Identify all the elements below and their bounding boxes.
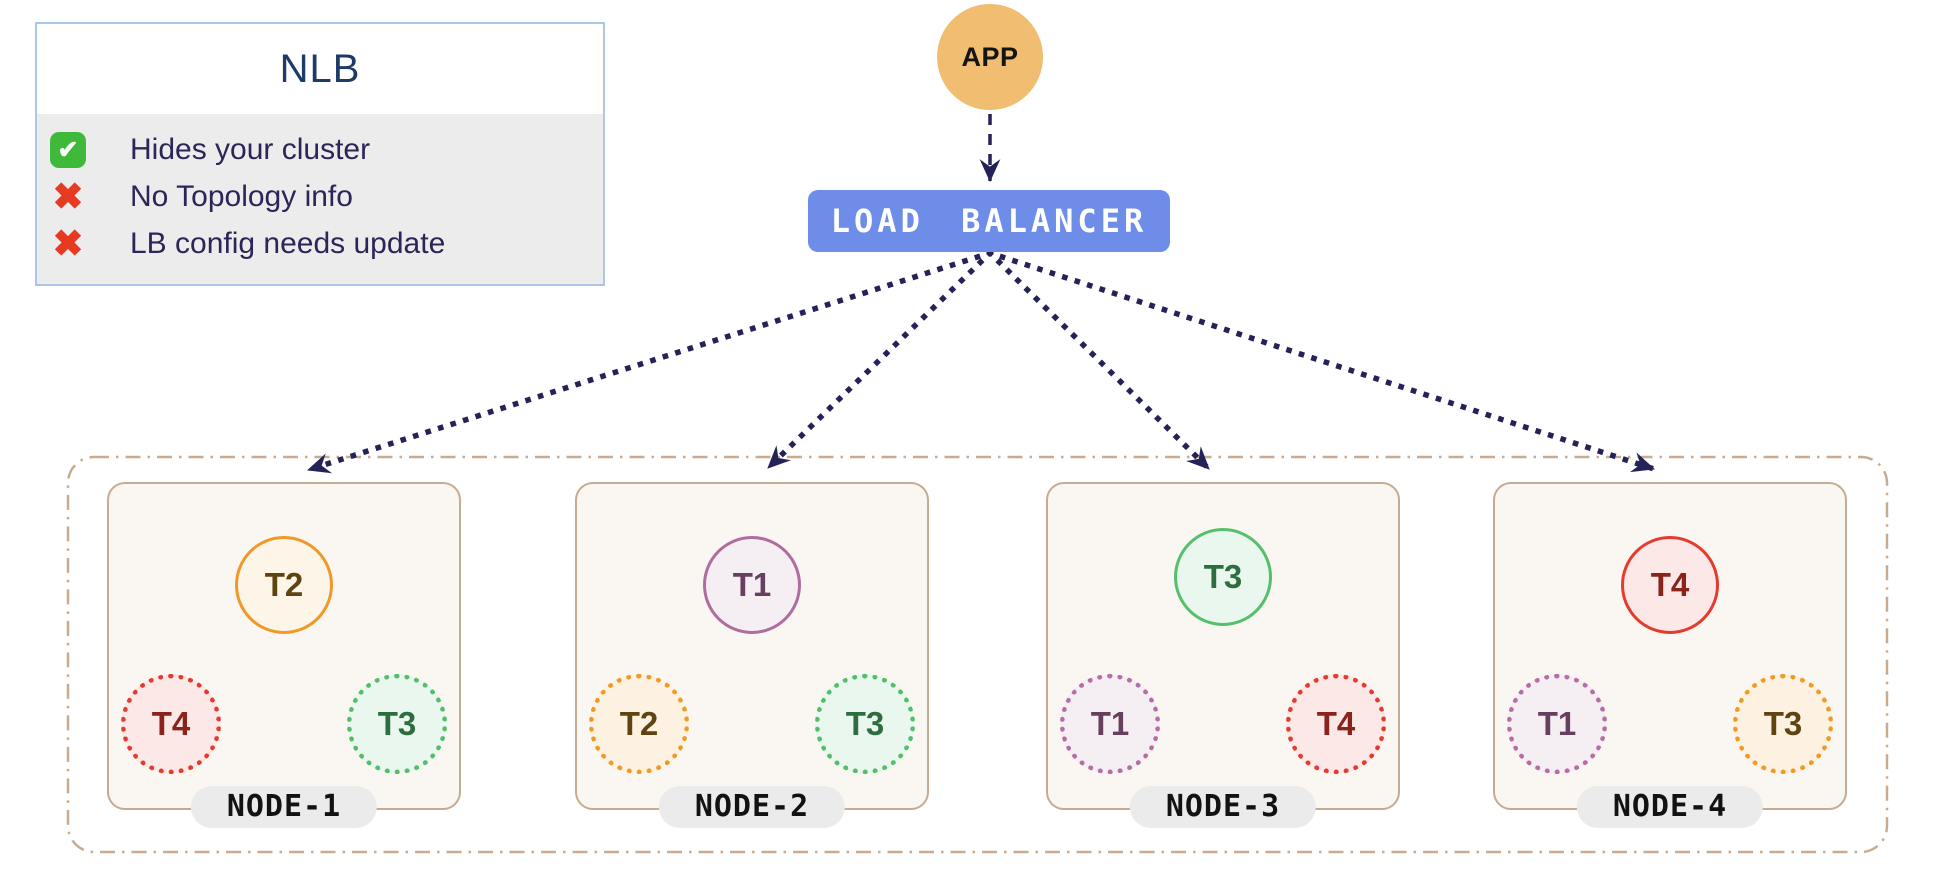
load-balancer-label: LOAD BALANCER [830, 202, 1148, 240]
token-label: T2 [264, 566, 304, 603]
nlb-legend-card: NLB ✔ Hides your cluster ✖ No Topology i… [35, 22, 605, 286]
token-label: T3 [377, 705, 417, 742]
token-circle-replica-t3: T3 [1733, 674, 1833, 774]
token-circle-primary-t2: T2 [235, 536, 333, 634]
cross-icon: ✖ [52, 176, 84, 217]
legend-item: ✔ Hides your cluster [50, 126, 603, 173]
legend-title: NLB [279, 46, 361, 91]
token-circle-primary-t1: T1 [703, 536, 801, 634]
arrow-lb-to-node-2 [764, 249, 994, 472]
token-circle-replica-t4: T4 [121, 674, 221, 774]
token-label: T1 [1537, 705, 1577, 742]
node-card-1: T2 T4 T3 NODE-1 [107, 482, 461, 828]
token-circle-primary-t3: T3 [1174, 528, 1272, 626]
app-label: APP [961, 41, 1019, 72]
node-name-pill: NODE-1 [190, 786, 378, 828]
check-icon: ✔ [50, 131, 86, 168]
token-circle-replica-t3: T3 [347, 674, 447, 774]
token-circle-replica-t2: T2 [589, 674, 689, 774]
legend-item-text: LB config needs update [130, 226, 446, 260]
node-card-3: T3 T1 T4 NODE-3 [1046, 482, 1400, 828]
token-label: T1 [1090, 705, 1130, 742]
token-label: T3 [1763, 705, 1803, 742]
token-label: T3 [845, 705, 885, 742]
node-card-4: T4 T1 T3 NODE-4 [1493, 482, 1847, 828]
token-label: T2 [619, 705, 659, 742]
token-circle-replica-t1: T1 [1060, 674, 1160, 774]
legend-item: ✖ No Topology info [50, 173, 603, 220]
arrow-lb-to-node-4 [986, 249, 1658, 473]
node-card-2: T1 T2 T3 NODE-2 [575, 482, 929, 828]
cross-icon: ✖ [52, 223, 84, 264]
token-label: T1 [732, 566, 772, 603]
token-label: T3 [1203, 558, 1243, 595]
token-label: T4 [1316, 705, 1356, 742]
node-name-pill: NODE-4 [1576, 786, 1764, 828]
token-circle-primary-t4: T4 [1621, 536, 1719, 634]
replica-row: T1 T3 [1507, 674, 1833, 774]
token-circle-replica-t1: T1 [1507, 674, 1607, 774]
load-balancer: LOAD BALANCER [808, 190, 1170, 252]
replica-row: T1 T4 [1060, 674, 1386, 774]
legend-item: ✖ LB config needs update [50, 220, 603, 267]
token-circle-replica-t3: T3 [815, 674, 915, 774]
token-label: T4 [151, 705, 191, 742]
token-circle-replica-t4: T4 [1286, 674, 1386, 774]
node-name-pill: NODE-3 [1129, 786, 1317, 828]
token-label: T4 [1650, 566, 1690, 603]
replica-row: T4 T3 [121, 674, 447, 774]
legend-item-text: No Topology info [130, 179, 353, 213]
legend-item-text: Hides your cluster [130, 132, 371, 166]
arrow-lb-to-node-3 [986, 249, 1213, 473]
replica-row: T2 T3 [589, 674, 915, 774]
app-node: APP [937, 4, 1043, 110]
node-name-pill: NODE-2 [658, 786, 846, 828]
legend-body: ✔ Hides your cluster ✖ No Topology info … [37, 114, 603, 284]
